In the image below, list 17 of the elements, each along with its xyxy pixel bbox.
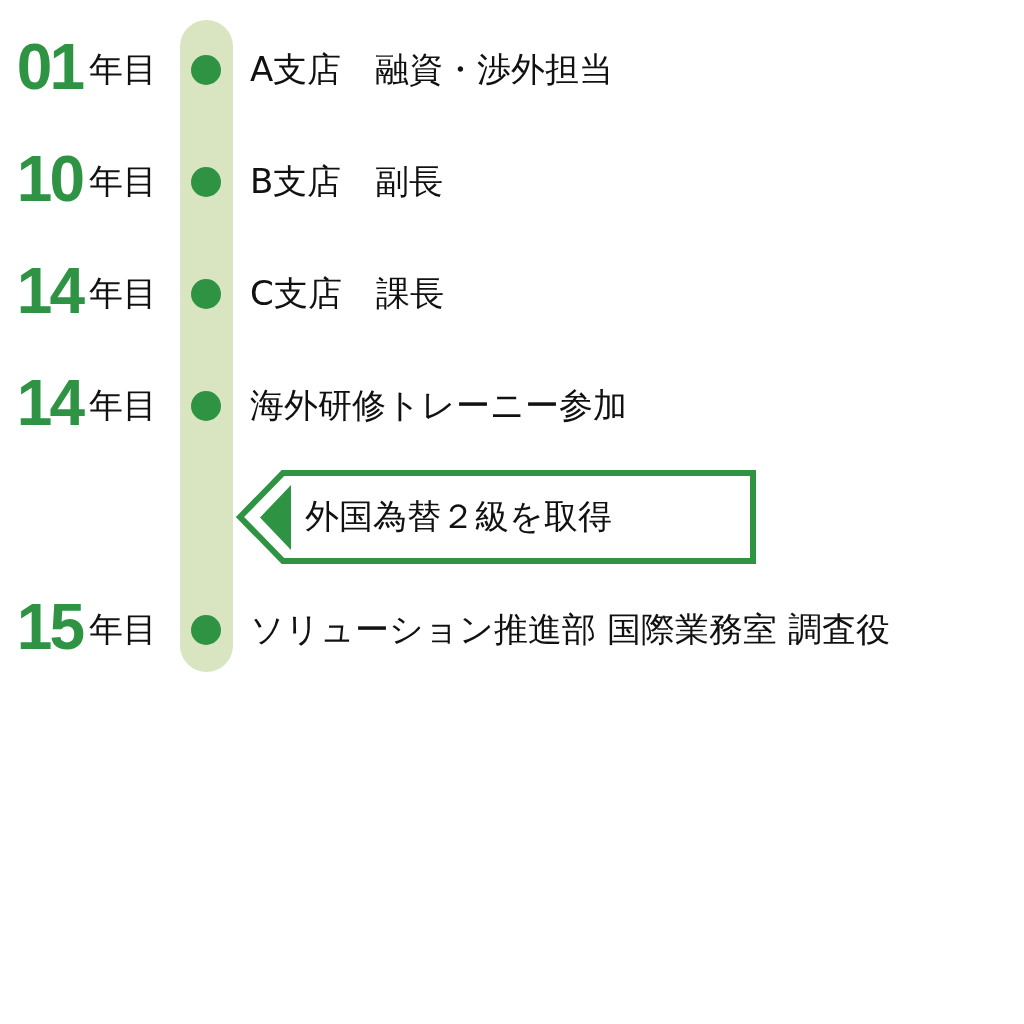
year-number: 15 [16,595,82,659]
career-step-text: 海外研修トレーニー参加 [250,388,627,422]
year-unit: 年目 [89,612,157,646]
year-unit: 年目 [89,164,157,198]
career-step-text: A支店 融資・渉外担当 [250,52,614,86]
callout-box [234,470,756,564]
year-number: 14 [16,371,82,435]
year-number: 10 [16,147,82,211]
callout-text: 外国為替２級を取得 [305,499,612,533]
career-step-text: B支店 副長 [250,164,444,198]
year-unit: 年目 [89,388,157,422]
year-number: 01 [16,35,82,99]
career-step-text: ソリューション推進部 国際業務室 調査役 [250,612,890,646]
year-unit: 年目 [89,276,157,310]
year-unit: 年目 [89,52,157,86]
year-number: 14 [16,259,82,323]
career-step-text: C支店 課長 [250,276,444,310]
